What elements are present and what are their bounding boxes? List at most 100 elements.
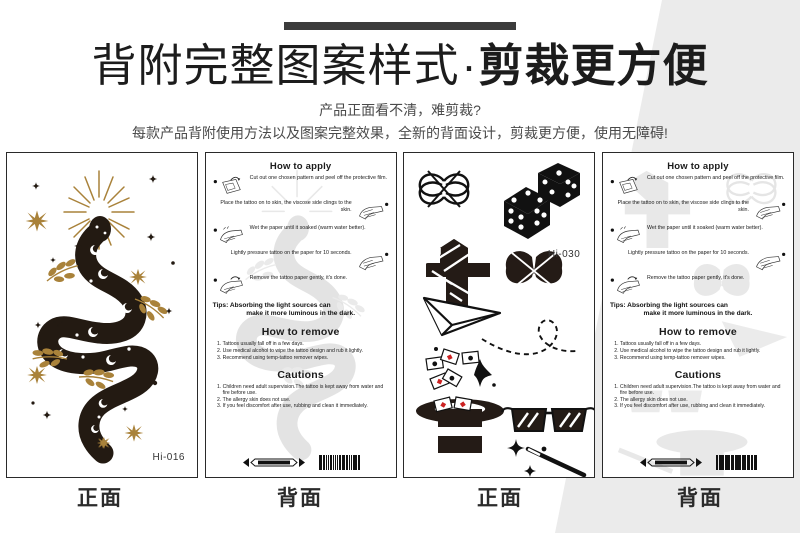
- product-card-lucky-back: How to apply Cut out one chosen pattern …: [601, 152, 794, 478]
- product-card-lucky-front: Hi-030: [403, 152, 596, 478]
- caution-2: The allergy skin does not use.: [223, 397, 389, 404]
- page-title: 背附完整图案样式·剪裁更方便: [0, 38, 800, 94]
- remove-paper-hand-icon: [213, 276, 243, 294]
- tips-line-2: make it more luminous in the dark.: [643, 310, 753, 318]
- remove-step-3: Recommend using temp-tattoo remover wipe…: [620, 355, 786, 362]
- caution-2: The allergy skin does not use.: [620, 397, 786, 404]
- snake-tattoo-artwork: [7, 153, 197, 477]
- apply-to-skin-hand-icon: [756, 202, 786, 220]
- design-code-label: Hi-030: [547, 249, 581, 260]
- apply-step-3: Wet the paper until it soaked (warm wate…: [610, 225, 786, 247]
- brand-ornament-icon: [242, 458, 305, 467]
- remove-step-2: Use medical alcohol to wipe the tattoo d…: [223, 348, 389, 355]
- peel-film-hand-icon: [213, 176, 241, 194]
- remove-steps-list: Tattoos usually fall off in a few days. …: [213, 341, 389, 362]
- remove-step-1: Tattoos usually fall off in a few days.: [620, 341, 786, 348]
- card-footer: [206, 455, 396, 470]
- apply-step-1-text: Cut out one chosen pattern and peel off …: [646, 175, 785, 181]
- product-card-snake-front: Hi-016: [6, 152, 198, 478]
- barcode: [318, 455, 360, 470]
- caution-3: If you feel discomfort after use, rubbin…: [620, 403, 786, 410]
- apply-step-3-text: Wet the paper until it soaked (warm wate…: [249, 225, 366, 231]
- how-to-apply-heading: How to apply: [269, 161, 332, 172]
- apply-step-1-text: Cut out one chosen pattern and peel off …: [249, 175, 388, 181]
- tips-note: Tips: Absorbing the light sources can ma…: [610, 302, 786, 319]
- cautions-list: Children need adult supervision.The tatt…: [610, 384, 786, 410]
- tips-line-1: Tips: Absorbing the light sources can: [212, 302, 331, 309]
- cross-3d-icon: [425, 239, 491, 313]
- instruction-content: How to apply Cut out one chosen pattern …: [206, 153, 396, 477]
- caution-1: Children need adult supervision.The tatt…: [223, 384, 389, 397]
- apply-step-2: Place the tattoo on to skin, the viscose…: [213, 200, 389, 222]
- press-tattoo-hand-icon: [756, 252, 786, 271]
- hat-sparkle-icon: [474, 359, 493, 387]
- subtitle-line-2: 每款产品背附使用方法以及图案完整效果，全新的背面设计，剪裁更方便，使用无障碍!: [132, 125, 668, 141]
- remove-step-1: Tattoos usually fall off in a few days.: [223, 341, 389, 348]
- apply-step-3: Wet the paper until it soaked (warm wate…: [213, 225, 389, 247]
- playing-cards-icon: [425, 348, 481, 413]
- caption-lucky-back: 背面: [677, 487, 723, 510]
- sunglasses-icon: [501, 407, 595, 432]
- apply-step-5-text: Remove the tattoo paper gently, it's don…: [249, 275, 348, 281]
- peel-film-hand-icon: [610, 176, 638, 194]
- panel-caption-row: 正面 背面 正面 背面: [0, 482, 800, 524]
- lucky-tattoo-artwork: [404, 153, 595, 477]
- apply-step-4-text: Lightly pressure tattoo on the paper for…: [230, 250, 352, 256]
- apply-step-1: Cut out one chosen pattern and peel off …: [610, 175, 786, 197]
- card-footer: [603, 455, 793, 470]
- page-title-light: 背附完整图案样式: [91, 40, 460, 91]
- apply-step-5: Remove the tattoo paper gently, it's don…: [213, 275, 389, 297]
- remove-paper-hand-icon: [610, 276, 640, 294]
- wet-paper-hand-icon: [610, 226, 640, 244]
- caption-snake-back: 背面: [277, 487, 323, 510]
- tips-line-1: Tips: Absorbing the light sources can: [609, 302, 728, 309]
- barcode: [716, 455, 757, 470]
- subtitle-line-1: 产品正面看不清，难剪裁?: [319, 102, 481, 118]
- remove-step-3: Recommend using temp-tattoo remover wipe…: [223, 355, 389, 362]
- tips-line-2: make it more luminous in the dark.: [246, 310, 356, 318]
- apply-step-2-text: Place the tattoo on to skin, the viscose…: [220, 200, 352, 213]
- snake-markings: [58, 225, 132, 433]
- page-title-separator: ·: [461, 40, 477, 91]
- paper-plane-icon: [423, 296, 502, 337]
- apply-step-5: Remove the tattoo paper gently, it's don…: [610, 275, 786, 297]
- how-to-remove-heading: How to remove: [261, 325, 340, 338]
- wet-paper-hand-icon: [213, 226, 243, 244]
- remove-steps-list: Tattoos usually fall off in a few days. …: [610, 341, 786, 362]
- magic-wand-icon: [507, 439, 587, 477]
- apply-step-3-text: Wet the paper until it soaked (warm wate…: [646, 225, 763, 231]
- clover-filled-icon: [506, 251, 563, 290]
- apply-step-2-text: Place the tattoo on to skin, the viscose…: [617, 200, 749, 213]
- page-title-bold: 剪裁更方便: [478, 40, 709, 91]
- caption-lucky-front: 正面: [477, 487, 523, 510]
- lucky-watermark: [617, 170, 788, 476]
- press-tattoo-hand-icon: [358, 252, 388, 271]
- product-card-row: Hi-016 How to apply: [0, 152, 800, 478]
- how-to-apply-heading: How to apply: [667, 161, 729, 172]
- snake-watermark: [235, 170, 368, 461]
- remove-step-2: Use medical alcohol to wipe the tattoo d…: [620, 348, 786, 355]
- apply-step-5-text: Remove the tattoo paper gently, it's don…: [646, 275, 745, 281]
- cautions-list: Children need adult supervision.The tatt…: [213, 384, 389, 410]
- instruction-content: How to apply Cut out one chosen pattern …: [603, 153, 793, 477]
- caption-snake-front: 正面: [77, 487, 123, 510]
- tips-note: Tips: Absorbing the light sources can ma…: [213, 302, 389, 319]
- apply-to-skin-hand-icon: [358, 202, 388, 220]
- caution-1: Children need adult supervision.The tatt…: [620, 384, 786, 397]
- apply-step-4: Lightly pressure tattoo on the paper for…: [610, 250, 786, 272]
- apply-step-4: Lightly pressure tattoo on the paper for…: [213, 250, 389, 272]
- apply-step-2: Place the tattoo on to skin, the viscose…: [610, 200, 786, 222]
- apply-step-4-text: Lightly pressure tattoo on the paper for…: [627, 250, 749, 256]
- apply-step-1: Cut out one chosen pattern and peel off …: [213, 175, 389, 197]
- how-to-remove-heading: How to remove: [659, 325, 737, 338]
- title-accent-bar: [284, 22, 516, 30]
- caution-3: If you feel discomfort after use, rubbin…: [223, 403, 389, 410]
- cautions-heading: Cautions: [674, 368, 722, 381]
- dice-icon: [504, 163, 581, 239]
- brand-ornament-icon: [640, 458, 703, 467]
- product-card-snake-back: How to apply Cut out one chosen pattern …: [204, 152, 397, 478]
- design-code-label: Hi-016: [152, 452, 185, 463]
- clover-outline-icon: [418, 170, 470, 208]
- black-sparkle-decorations: [31, 174, 175, 420]
